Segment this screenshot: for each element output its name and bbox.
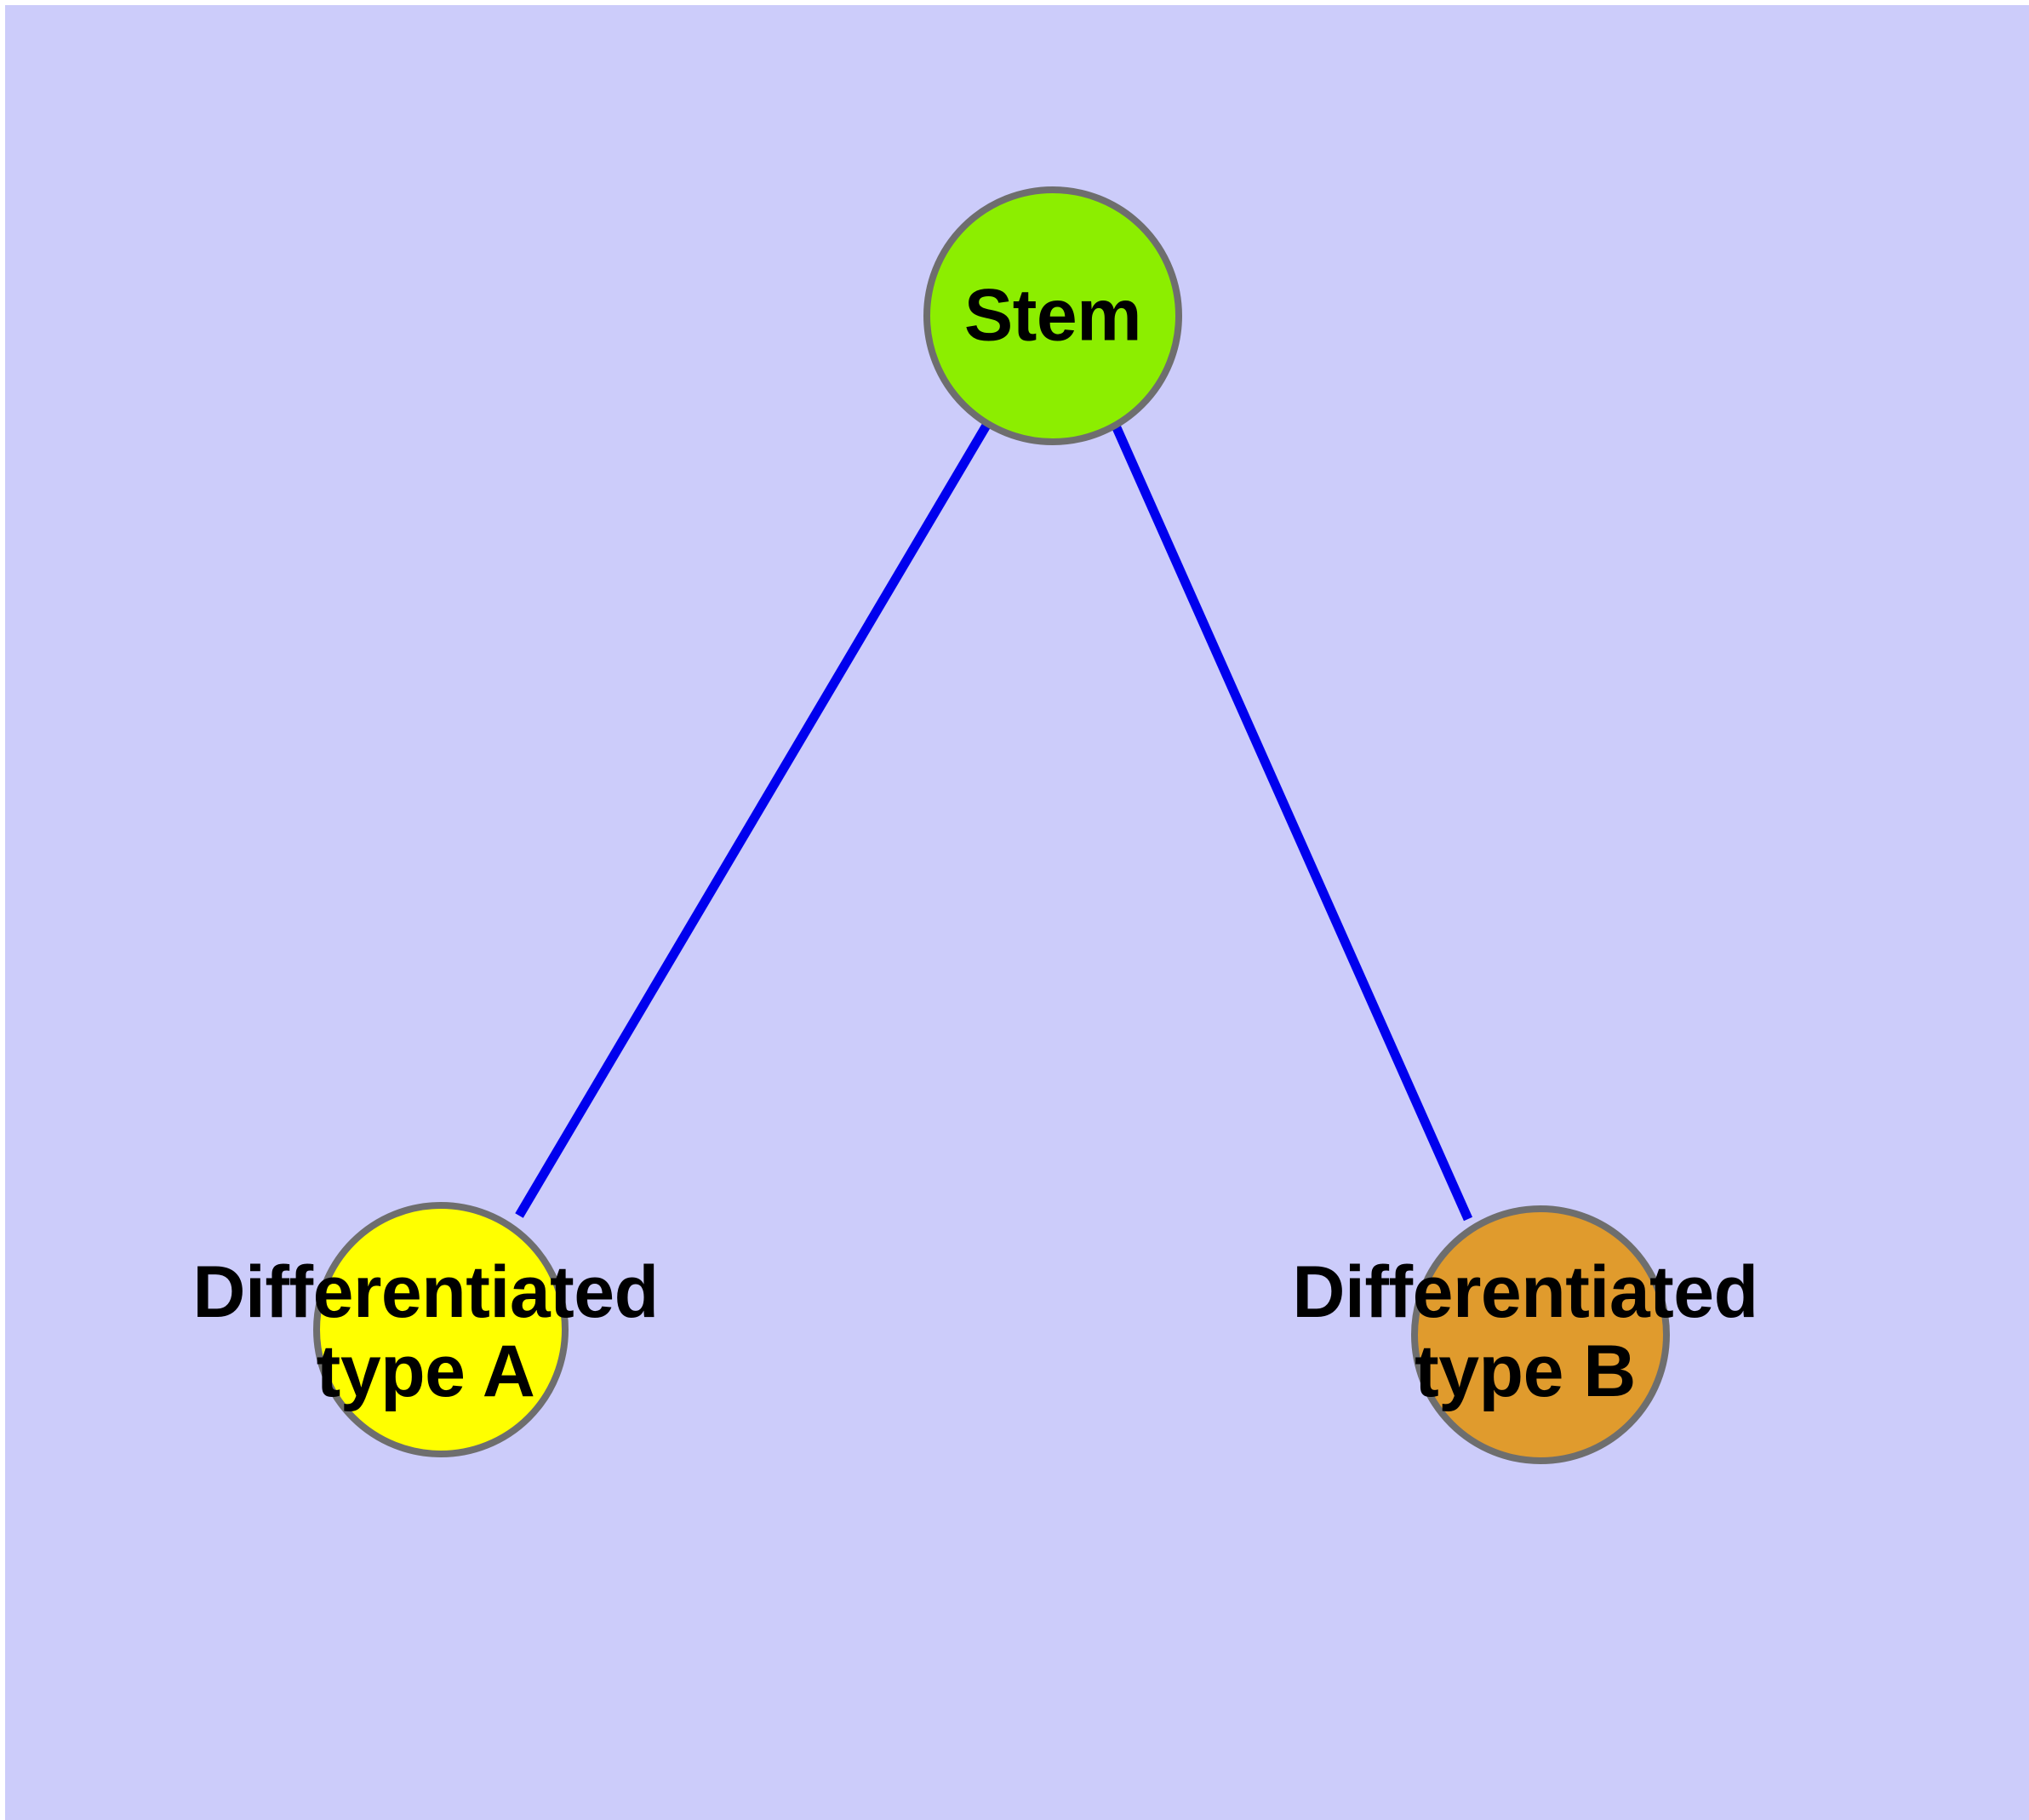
edge-stem-to-diff-b[interactable] xyxy=(1110,421,1473,1222)
node-differentiated-type-b[interactable] xyxy=(1411,1205,1670,1464)
edge-layer xyxy=(515,421,1473,1222)
node-layer xyxy=(313,186,1670,1464)
node-differentiated-type-a[interactable] xyxy=(313,1202,569,1457)
edge-stem-to-diff-a[interactable] xyxy=(515,421,992,1218)
node-stem[interactable] xyxy=(923,186,1182,445)
